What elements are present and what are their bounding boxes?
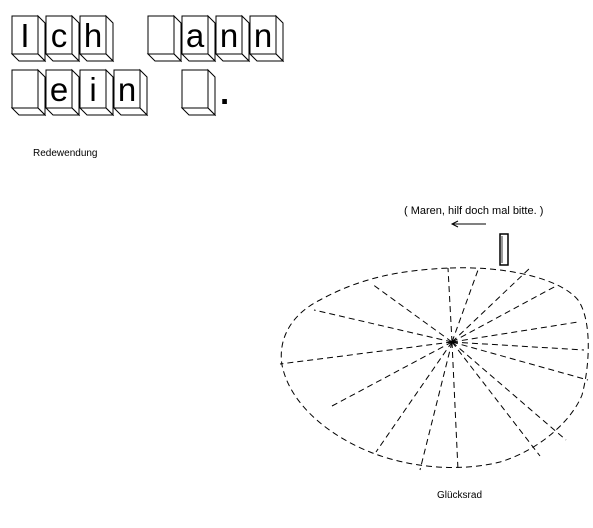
wheel-segment-line: [331, 341, 453, 407]
wheel-segments: [279, 267, 589, 471]
wheel-segment-line: [451, 341, 585, 351]
letter-tile: i: [78, 68, 115, 117]
wheel-segment-line: [451, 341, 541, 457]
tile-letter: n: [118, 71, 136, 108]
wheel-segment-line: [375, 341, 453, 453]
turn-arrow-icon: [450, 220, 486, 228]
tile-letter: i: [89, 71, 96, 108]
wheel-rim: [280, 267, 589, 468]
letter-tile: n: [248, 14, 285, 63]
tile-letter: h: [84, 17, 102, 54]
wheel-label: Glücksrad: [437, 490, 483, 501]
tile-letter: I: [20, 17, 29, 54]
hint-text: ( Maren, hilf doch mal bitte. ): [404, 205, 544, 217]
wheel-segment-line: [451, 341, 459, 471]
wheel-segment-line: [279, 341, 453, 365]
wheel-segment-line: [313, 309, 453, 343]
letter-tile: a: [180, 14, 217, 63]
tile-letter: n: [254, 17, 272, 54]
letter-tile: [10, 68, 47, 117]
letter-tile: [180, 68, 217, 117]
wheel-segment-line: [451, 321, 579, 343]
fortune-wheel[interactable]: [279, 267, 589, 471]
category-label: Redewendung: [33, 148, 98, 159]
letter-tile: n: [112, 68, 149, 117]
tile-letter: n: [220, 17, 238, 54]
wheel-pointer: [499, 233, 509, 266]
tile-letter: a: [186, 17, 205, 54]
letter-tile: c: [44, 14, 81, 63]
wheel-segment-line: [371, 283, 453, 343]
tile-letter: c: [51, 17, 68, 54]
letter-tile: h: [78, 14, 115, 63]
wheel-segment-line: [447, 267, 453, 343]
wheel-segment-line: [419, 341, 453, 471]
letter-tile: I: [10, 14, 47, 63]
end-punctuation: .: [220, 74, 229, 111]
wheel-segment-line: [451, 341, 567, 441]
wheel-segment-line: [451, 267, 531, 343]
letter-tile: e: [44, 68, 81, 117]
tile-letter: e: [50, 71, 68, 108]
punctuation-mark: .: [220, 74, 229, 111]
wheel-segment-line: [451, 269, 479, 343]
letter-tile: n: [214, 14, 251, 63]
wheel-segment-line: [451, 341, 589, 381]
letter-tile: [146, 14, 183, 63]
